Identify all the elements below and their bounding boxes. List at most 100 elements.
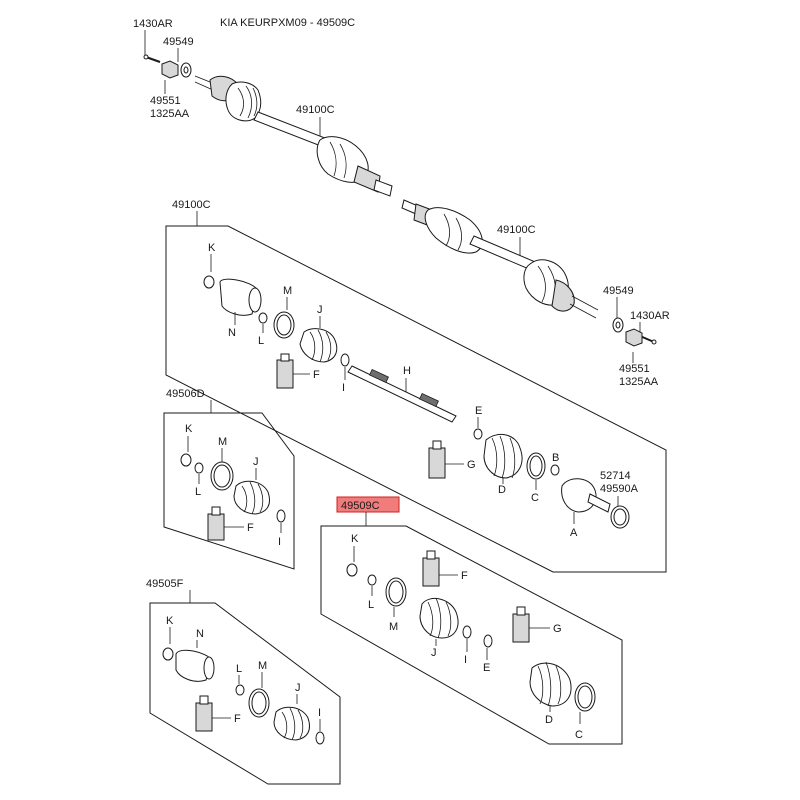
letter-k-49509c: K — [351, 533, 359, 545]
letter-b-49100c: B — [552, 452, 559, 464]
letter-f-49505f: F — [234, 713, 241, 725]
cotter-pin-top — [143, 54, 161, 63]
clip-l-49506d — [194, 462, 204, 474]
letter-e-49509c: E — [483, 662, 490, 674]
letter-d-49509c: D — [545, 714, 553, 726]
label-49551-top: 49551 — [150, 95, 181, 107]
panel-49509c-code[interactable]: 49509C — [341, 500, 380, 512]
nut-49551-right — [625, 328, 643, 347]
boot-j-49100c — [299, 328, 338, 363]
label-49100c-right: 49100C — [497, 224, 536, 236]
letter-i-49100c: I — [342, 382, 345, 394]
ring-e-49100c — [473, 428, 483, 440]
letter-j-49509c: J — [431, 647, 437, 659]
tripod-housing-n-49100c — [219, 278, 262, 316]
inner-cv-joint-top — [316, 136, 393, 197]
boot-d-49509c — [529, 661, 572, 707]
panel-49506d: 49506D K M L J F I — [163, 388, 295, 570]
letter-l-49509c: L — [368, 599, 374, 611]
snap-ring-k-49100c — [203, 275, 215, 289]
label-49549-right: 49549 — [603, 285, 634, 297]
ring-i-49505f — [315, 731, 325, 745]
panel-49100c: 49100C K N L M J — [165, 199, 667, 573]
grease-tube-f-49509c — [422, 550, 440, 587]
letter-a-49100c: A — [570, 527, 578, 539]
boot-j-49505f — [273, 706, 310, 741]
highlight-49509c[interactable] — [336, 496, 400, 513]
ring-i-49506d — [276, 509, 286, 523]
label-49590a: 49590A — [600, 483, 639, 495]
label-1430ar-top: 1430AR — [133, 18, 173, 30]
outer-cv-joint-top — [194, 75, 262, 122]
boot-j-49506d — [233, 480, 270, 515]
letter-i-49509c: I — [464, 654, 467, 666]
letter-n-49100c: N — [228, 327, 236, 339]
panel-49100c-code: 49100C — [172, 199, 211, 211]
letter-j-49505f: J — [295, 682, 301, 694]
clip-l-49100c — [258, 312, 268, 324]
label-1430ar-right: 1430AR — [630, 310, 670, 322]
grease-tube-f-49100c — [276, 353, 294, 389]
letter-k-49506d: K — [185, 423, 193, 435]
letter-m-49100c: M — [283, 285, 292, 297]
label-49549-top: 49549 — [163, 36, 194, 48]
label-52714: 52714 — [600, 470, 631, 482]
boot-d-49100c — [483, 433, 523, 479]
letter-m-49506d: M — [218, 436, 227, 448]
grease-tube-f-49505f — [195, 695, 213, 732]
label-1325aa-top: 1325AA — [150, 108, 190, 120]
letter-k-49100c: K — [208, 242, 216, 254]
tripod-housing-n-49505f — [175, 649, 215, 682]
panel-49509c: 49509C K F L M J G — [320, 496, 623, 745]
label-1325aa-right: 1325AA — [619, 376, 659, 388]
letter-m-49505f: M — [258, 660, 267, 672]
clip-b-49100c — [550, 464, 560, 476]
letter-l-49505f: L — [236, 663, 242, 675]
snap-ring-k-49509c — [346, 563, 358, 577]
letter-e-49100c: E — [475, 405, 482, 417]
panel-49505f: 49505F K N L M J F I — [146, 578, 341, 785]
letter-i-49505f: I — [318, 707, 321, 719]
letter-f-49509c: F — [461, 570, 468, 582]
ring-i-49100c — [340, 353, 350, 367]
letter-c-49100c: C — [531, 492, 539, 504]
letter-f-49100c: F — [313, 369, 320, 381]
grease-tube-g-49100c — [428, 440, 446, 479]
clip-l-49509c — [367, 574, 377, 586]
ring-i-49509c — [462, 625, 472, 639]
ring-e-49509c — [483, 634, 493, 648]
snap-ring-k-49506d — [180, 453, 192, 467]
label-49100c-top: 49100C — [296, 104, 335, 116]
letter-l-49100c: L — [258, 335, 264, 347]
letter-j-49100c: J — [317, 304, 323, 316]
outer-cv-joint-right — [523, 259, 599, 319]
letter-m-49509c: M — [389, 621, 398, 633]
letter-g-49100c: G — [467, 459, 476, 471]
inner-cv-joint-right — [401, 199, 483, 254]
clip-l-49505f — [235, 684, 245, 696]
letter-k-49505f: K — [166, 615, 174, 627]
right-drive-shaft-assembly: 49100C 49549 1430AR 49551 1325AA — [401, 199, 670, 388]
snap-ring-k-49505f — [162, 647, 174, 661]
outer-joint-a-49100c — [561, 478, 611, 513]
grease-tube-f-49506d — [207, 506, 225, 541]
letter-n-49505f: N — [196, 628, 204, 640]
letter-l-49506d: L — [195, 486, 201, 498]
letter-g-49509c: G — [553, 623, 562, 635]
label-49551-right: 49551 — [619, 363, 650, 375]
letter-d-49100c: D — [498, 484, 506, 496]
panel-49506d-code: 49506D — [166, 388, 205, 400]
letter-c-49509c: C — [575, 729, 583, 741]
letter-h-49100c: H — [403, 365, 411, 377]
panel-49505f-code: 49505F — [146, 578, 184, 590]
shaft-h-49100c — [347, 365, 457, 423]
grease-tube-g-49509c — [512, 606, 530, 643]
boot-j-49509c — [419, 597, 459, 639]
top-drive-shaft-assembly: 1430AR 49549 49551 1325AA 49100C — [133, 18, 393, 197]
letter-f-49506d: F — [247, 522, 254, 534]
letter-i-49506d: I — [278, 536, 281, 548]
nut-49551-top — [161, 60, 179, 79]
diagram-title: KIA KEURPXM09 - 49509C — [220, 17, 355, 29]
letter-j-49506d: J — [253, 456, 259, 468]
